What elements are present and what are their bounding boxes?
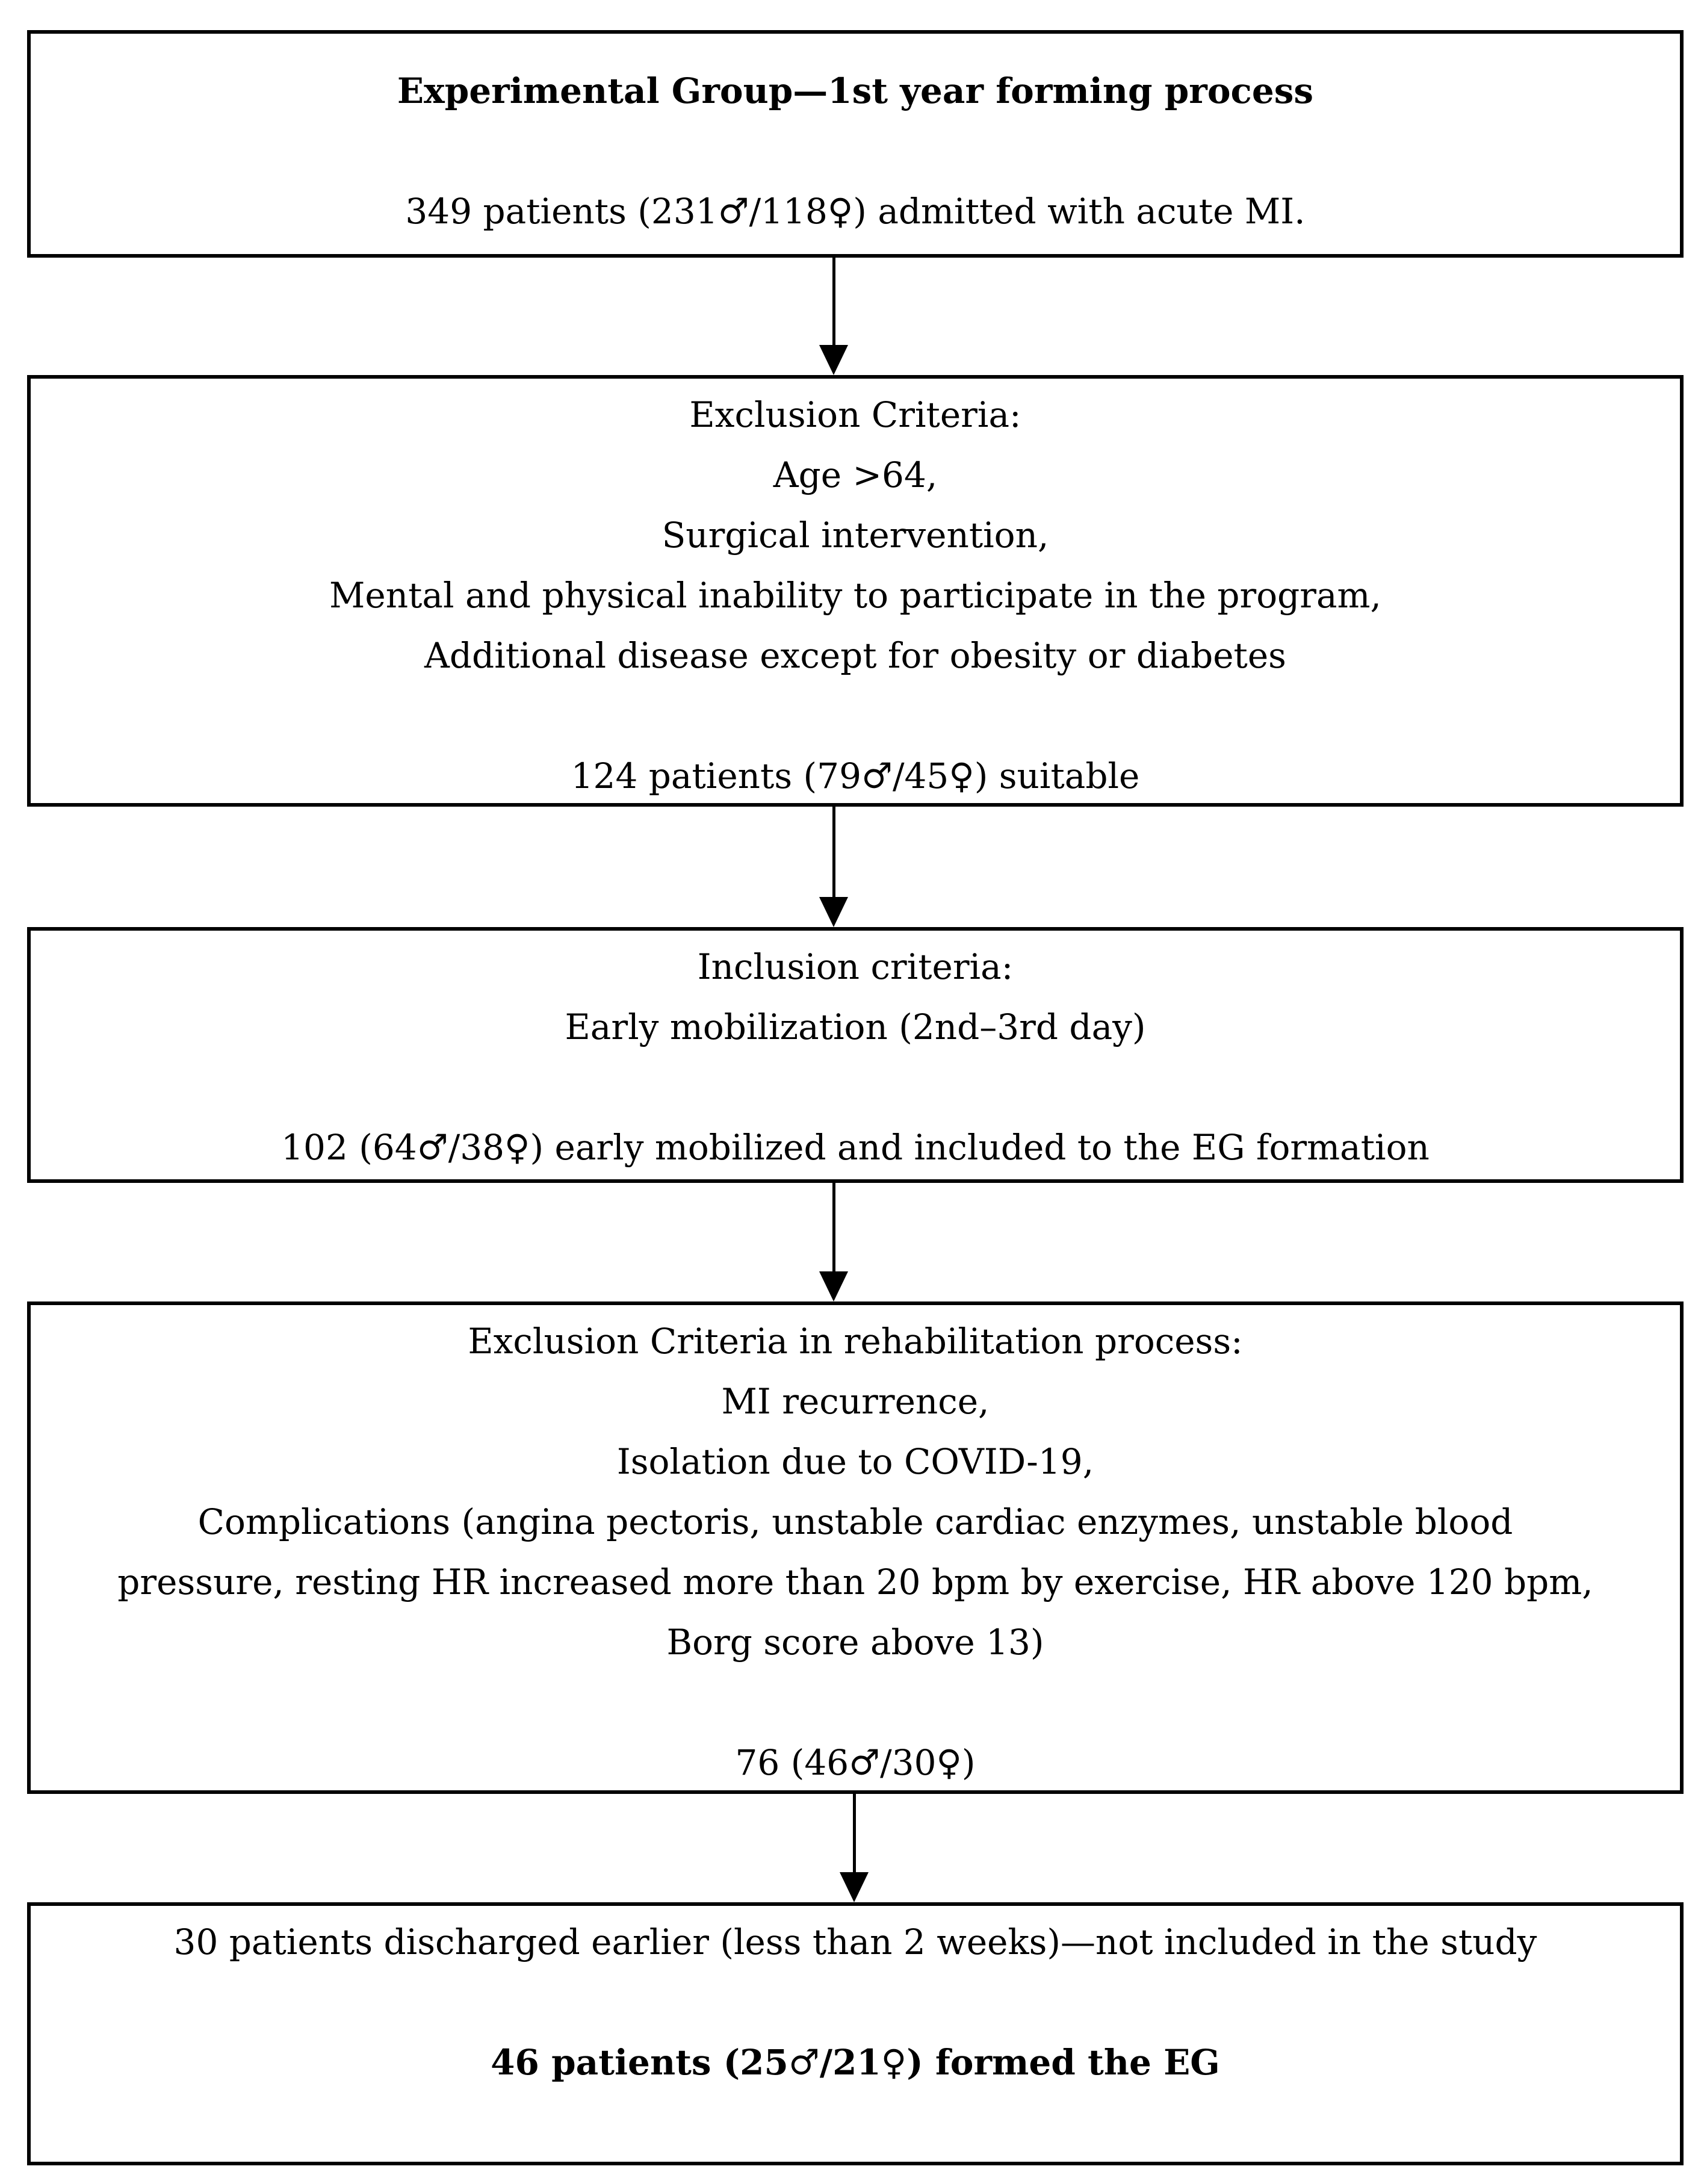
box-title: Experimental Group—1st year forming proc… bbox=[397, 70, 1314, 111]
count-line: 76 (46♂/30♀) bbox=[735, 1742, 976, 1783]
criteria-line: Isolation due to COVID-19, bbox=[616, 1441, 1094, 1482]
arrow-shaft bbox=[832, 1183, 835, 1271]
arrow-shaft bbox=[852, 1793, 856, 1872]
box-exclusion-criteria-rehabilitation: Exclusion Criteria in rehabilitation pro… bbox=[27, 1301, 1684, 1794]
note-line: 30 patients discharged earlier (less tha… bbox=[173, 1922, 1537, 1962]
arrow-head bbox=[819, 897, 848, 927]
box-title: Exclusion Criteria: bbox=[689, 394, 1021, 435]
blank-line bbox=[31, 1057, 1680, 1117]
count-line: 102 (64♂/38♀) early mobilized and includ… bbox=[281, 1127, 1430, 1168]
box-title: Exclusion Criteria in rehabilitation pro… bbox=[468, 1321, 1243, 1362]
criteria-line: Additional disease except for obesity or… bbox=[424, 635, 1286, 676]
count-line: 124 patients (79♂/45♀) suitable bbox=[571, 755, 1140, 796]
blank-line bbox=[31, 1972, 1680, 2032]
criteria-line: Mental and physical inability to partici… bbox=[329, 575, 1381, 616]
blank-line bbox=[31, 121, 1680, 181]
box-experimental-group-forming: Experimental Group—1st year forming proc… bbox=[27, 30, 1684, 258]
arrow-head bbox=[819, 1271, 848, 1301]
criteria-line: Surgical intervention, bbox=[661, 515, 1049, 556]
arrow-shaft bbox=[832, 807, 835, 897]
criteria-line: Complications (angina pectoris, unstable… bbox=[117, 1501, 1593, 1663]
criteria-line: MI recurrence, bbox=[721, 1381, 990, 1422]
arrow-head bbox=[840, 1872, 869, 1902]
arrow-shaft bbox=[832, 258, 835, 345]
criteria-line: Age >64, bbox=[773, 454, 938, 495]
down-arrow-icon bbox=[819, 807, 848, 927]
criteria-line: Early mobilization (2nd–3rd day) bbox=[565, 1007, 1146, 1047]
blank-line bbox=[31, 1672, 1680, 1733]
box-inclusion-criteria: Inclusion criteria: Early mobilization (… bbox=[27, 927, 1684, 1183]
box-final-eg: 30 patients discharged earlier (less tha… bbox=[27, 1902, 1684, 2165]
count-line: 349 patients (231♂/118♀) admitted with a… bbox=[405, 191, 1306, 232]
count-line: 46 patients (25♂/21♀) formed the EG bbox=[491, 2042, 1220, 2083]
down-arrow-icon bbox=[840, 1793, 869, 1902]
down-arrow-icon bbox=[819, 1183, 848, 1301]
blank-line bbox=[31, 686, 1680, 746]
down-arrow-icon bbox=[819, 258, 848, 375]
box-title: Inclusion criteria: bbox=[697, 946, 1014, 987]
arrow-head bbox=[819, 345, 848, 375]
box-exclusion-criteria: Exclusion Criteria: Age >64, Surgical in… bbox=[27, 375, 1684, 807]
